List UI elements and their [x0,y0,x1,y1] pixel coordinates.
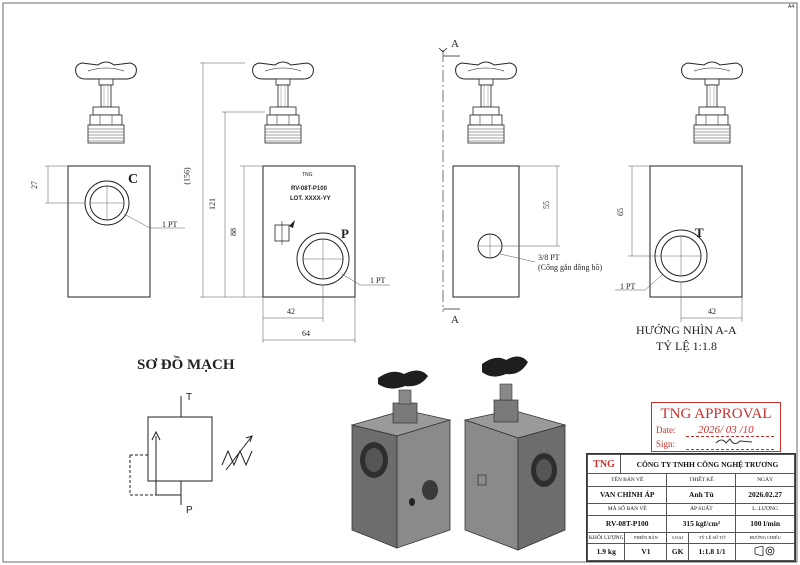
view-section-aa [615,61,743,322]
tb-h-date: NGÀY [735,473,795,487]
circuit-t: T [186,392,193,403]
tb-pressure: 315 kgf/cm² [666,514,737,533]
tb-h-version: PHIÊN BẢN [624,531,668,544]
body-model: RV-08T-P100 [291,186,327,192]
approval-date-label: Date: [656,425,676,435]
view-left [45,61,185,298]
tb-designer: Anh Tú [666,485,737,504]
tb-h-sheet-text: SỐ TỜ [712,535,726,541]
port-t-label: T [695,225,704,240]
tb-h-scale: TỶ LỆ SỐ TỜ [687,531,737,544]
circuit-p: P [186,505,193,516]
tb-name: VAN CHỈNH ÁP [586,485,668,504]
dim-88: 88 [229,228,238,236]
dim-65: 65 [616,208,625,216]
port-p-label: P [341,226,349,241]
section-a-bottom: A [451,314,459,326]
port-1pt-left: 1 PT [162,220,178,229]
tb-h-type: LOẠI [666,531,689,544]
tb-scale-sheet: 1:1.8 1/1 [687,542,737,562]
approval-title: TNG APPROVAL [660,406,772,422]
dim-42-front: 42 [287,307,295,316]
signature [715,438,753,445]
section-a-top: A [451,38,459,50]
tb-h-code: MÃ SỐ BẢN VẼ [586,502,668,516]
tb-date: 2026.02.27 [735,485,795,504]
circuit-title: SƠ ĐỒ MẠCH [137,357,235,373]
tb-h-flow: L. LƯỢNG [735,502,795,516]
view-aa-scale: TỶ LỆ 1:1.8 [656,339,717,353]
port-1pt-front: 1 PT [370,276,386,285]
tb-code: RV-08T-P100 [586,514,668,533]
tb-h-pressure: ÁP SUẤT [666,502,737,516]
tb-logo: TNG [593,458,615,470]
tb-scale: 1:1.8 [698,547,715,557]
tb-h-design: THIẾT KẾ [666,473,737,487]
projection-icon [754,545,775,557]
body-lot: LOT. XXXX-YY [290,196,331,202]
gauge-port-note: (Cổng gắn đồng hồ) [538,263,603,272]
sheet-size: A4 [788,4,795,10]
view-front [200,61,390,343]
dim-156: (156) [182,167,192,185]
port-c-label: C [128,172,139,187]
render-right [463,356,567,551]
approval-date-line [686,436,774,437]
view-aa-title: HƯỚNG NHÌN A-A [636,323,737,337]
dim-121: 121 [208,198,217,210]
tb-flow: 100 l/min [735,514,795,533]
approval-date-value: 2026/ 03 /10 [698,424,754,436]
circuit-symbol [129,396,253,505]
tb-proj-symbol [735,542,795,562]
tb-h-scale-text: TỶ LỆ [698,535,712,541]
tb-sheet: 1/1 [716,547,726,557]
tb-h-proj: HƯỚNG CHIẾU [735,531,795,544]
dim-27: 27 [30,181,39,189]
render-left [350,370,452,549]
tb-h-mass: KHỐI LƯỢNG [586,531,626,544]
dim-42-aa: 42 [708,307,716,316]
approval-sign-label: Sign: [656,439,676,449]
dim-55: 55 [542,201,551,209]
tb-h-name: TÊN BẢN VẼ [586,473,668,487]
approval-stamp: TNG APPROVAL Date: 2026/ 03 /10 Sign: [651,402,781,452]
tb-mass: 1.9 kg [586,542,626,562]
approval-sign-line [686,449,774,450]
body-logo: TNG [302,172,313,178]
tb-company: CÔNG TY TNHH CÔNG NGHỆ TRƯƠNG [620,453,795,475]
title-block: TNG CÔNG TY TNHH CÔNG NGHỆ TRƯƠNG TÊN BẢ… [586,453,796,562]
port-38pt: 3/8 PT [538,253,560,262]
dim-64: 64 [302,329,310,338]
tb-version: V1 [624,542,668,562]
port-1pt-aa: 1 PT [620,282,636,291]
tb-logo-cell: TNG [587,453,621,475]
tb-type: GK [666,542,689,562]
view-side [438,47,560,312]
